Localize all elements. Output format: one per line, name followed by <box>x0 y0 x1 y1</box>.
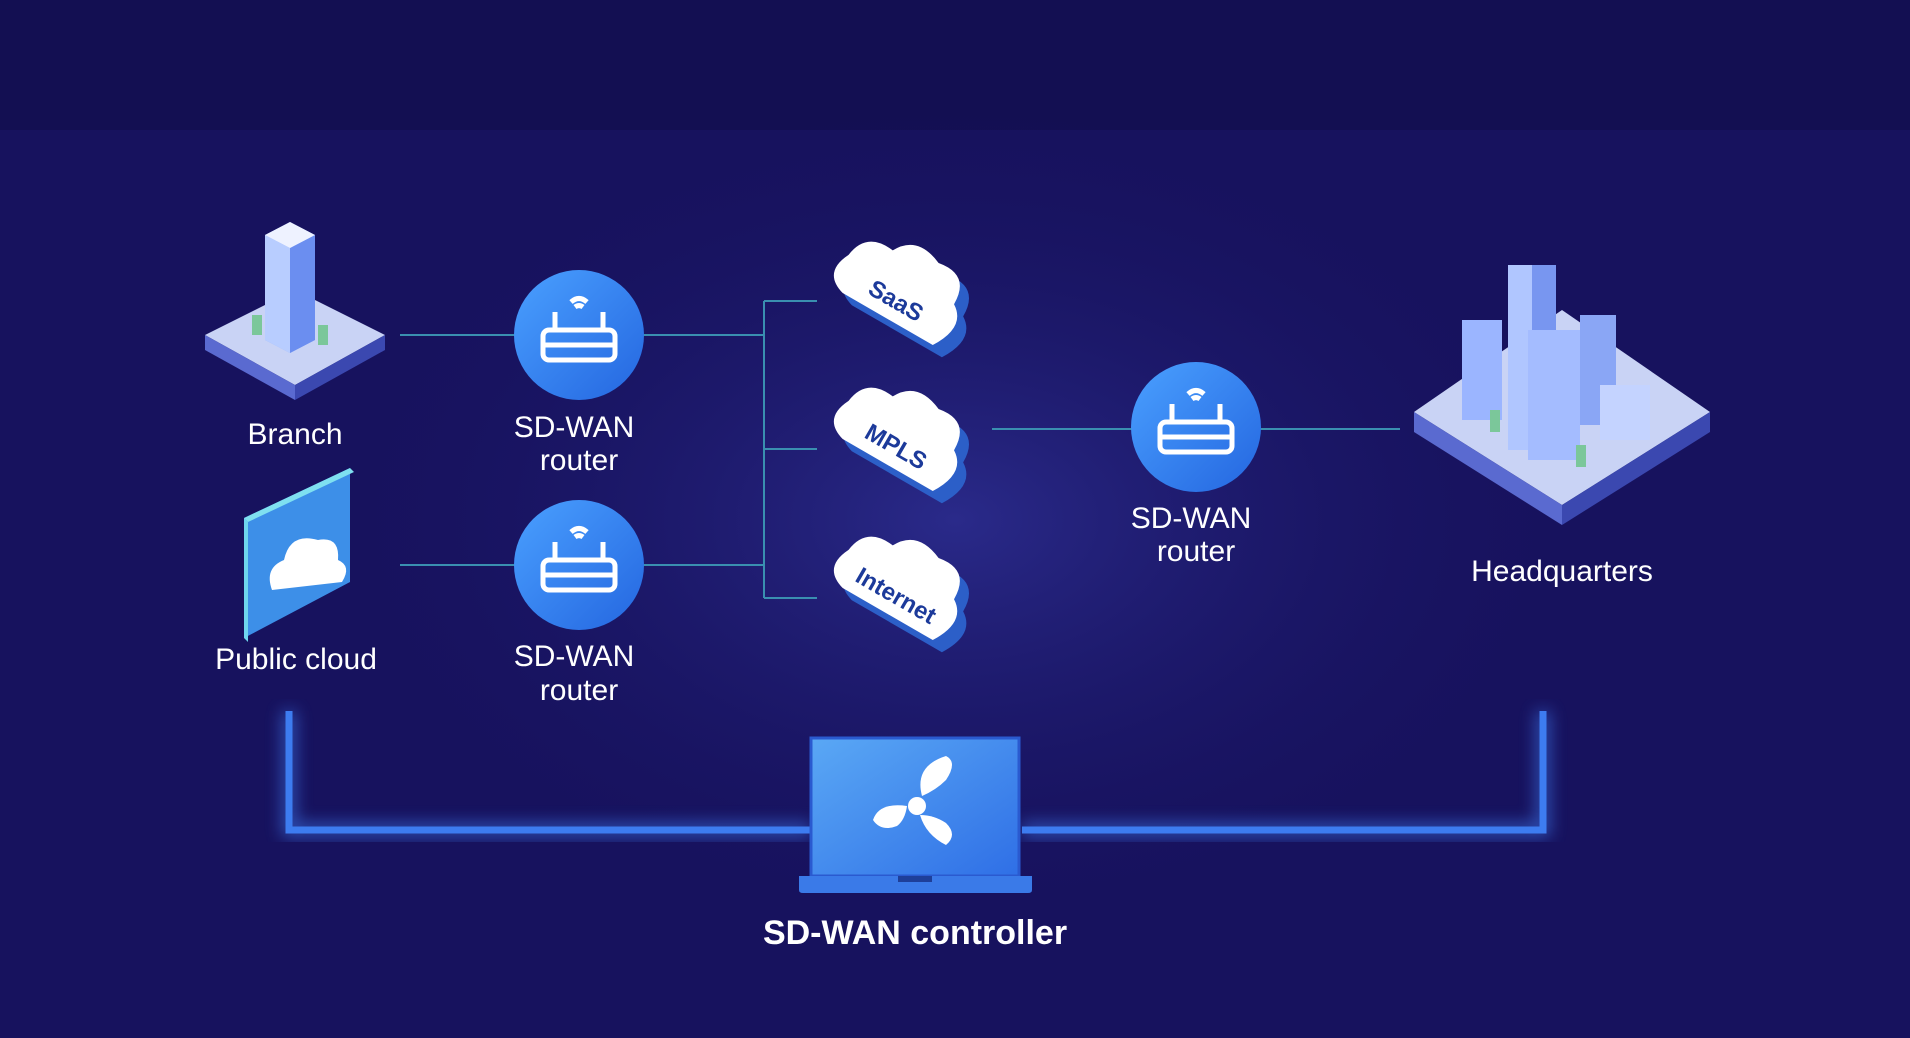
router-top-label-line2: router <box>540 444 618 477</box>
sd-wan-router-top[interactable] <box>514 270 644 400</box>
controller-links <box>282 711 1550 837</box>
branch-building-icon <box>205 222 385 400</box>
sd-wan-router-bottom[interactable] <box>514 500 644 630</box>
router-icon <box>540 296 618 363</box>
network-links <box>400 300 1400 599</box>
router-icon <box>540 526 618 593</box>
headquarters-label: Headquarters <box>1471 555 1653 588</box>
controller-label: SD-WAN controller <box>763 914 1067 952</box>
router-bottom-label-line1: SD-WAN <box>514 640 635 673</box>
controller-logo-icon <box>873 756 952 845</box>
router-hq-label-line2: router <box>1157 535 1235 568</box>
router-bottom-label-line2: router <box>540 674 618 707</box>
sd-wan-controller-laptop[interactable] <box>799 736 1032 893</box>
public-cloud-label: Public cloud <box>215 643 377 676</box>
router-icon <box>1157 388 1235 455</box>
router-top-label-line1: SD-WAN <box>514 411 635 444</box>
public-cloud-icon <box>244 468 354 642</box>
headquarters-buildings-icon <box>1414 265 1710 525</box>
branch-label: Branch <box>247 418 342 451</box>
sd-wan-router-hq[interactable] <box>1131 362 1261 492</box>
router-hq-label-line1: SD-WAN <box>1131 502 1252 535</box>
